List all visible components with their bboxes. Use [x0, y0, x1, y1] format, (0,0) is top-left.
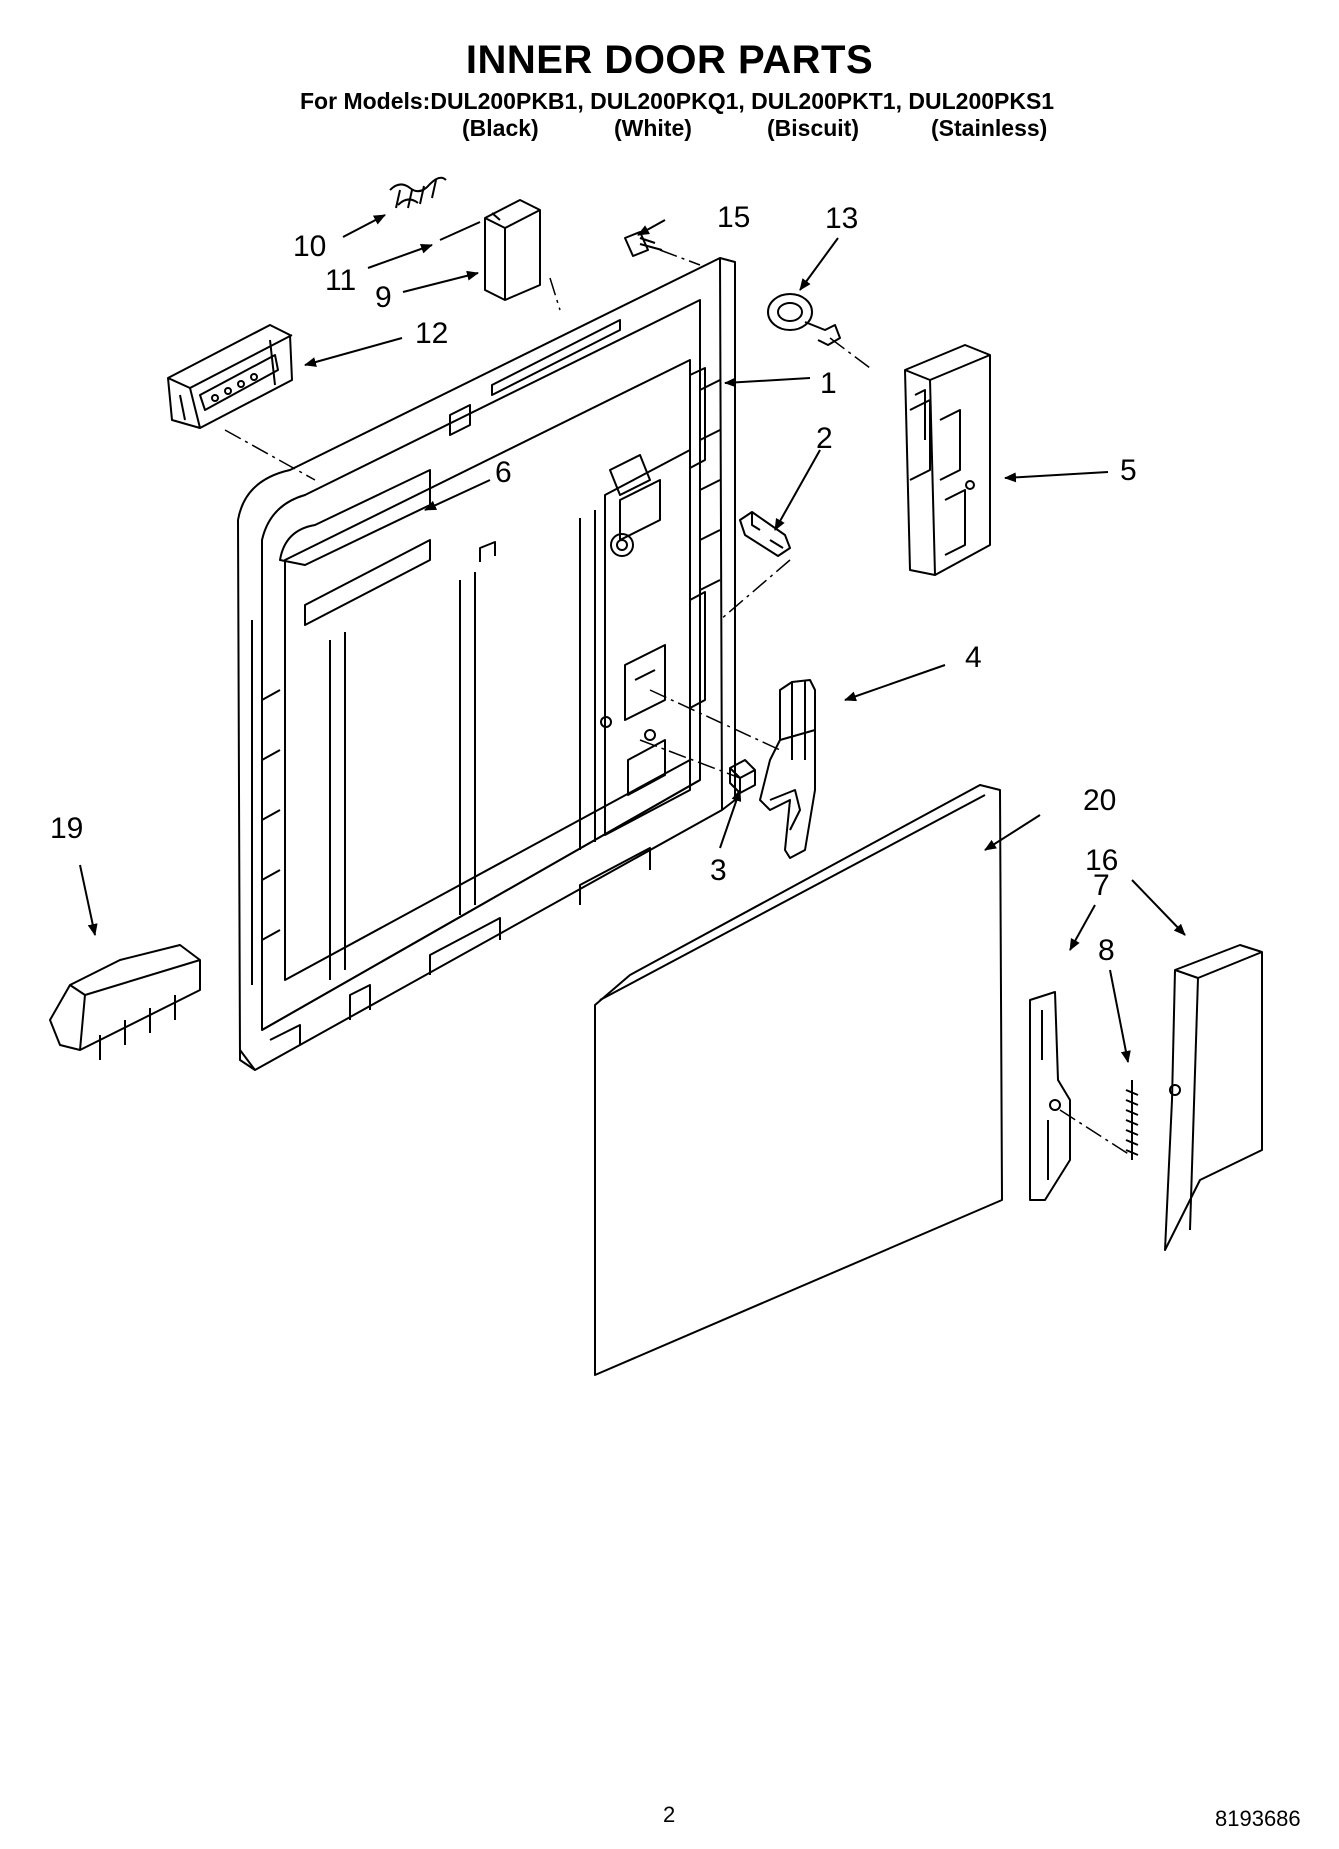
- callout-5: 5: [1120, 454, 1137, 487]
- callout-2: 2: [816, 422, 833, 455]
- callout-7: 7: [1093, 869, 1110, 902]
- part-7-hinge: [1029, 991, 1071, 1201]
- models-line: For Models:DUL200PKB1, DUL200PKQ1, DUL20…: [300, 88, 1055, 114]
- callout-10: 10: [293, 230, 326, 263]
- part-13-knob: [767, 293, 841, 346]
- part-19-endcap: [49, 944, 201, 1060]
- variant-biscuit: (Biscuit): [767, 115, 859, 141]
- variant-black: (Black): [462, 115, 539, 141]
- callout-3: 3: [710, 854, 727, 887]
- part-16-side-panel: [1164, 944, 1263, 1251]
- part-5-housing: [904, 344, 991, 576]
- callout-4: 4: [965, 641, 982, 674]
- variant-white: (White): [614, 115, 692, 141]
- inner-door-frame: [237, 257, 736, 1071]
- part-8-spring: [1125, 1080, 1139, 1160]
- page-number: 2: [663, 1802, 676, 1827]
- leader-arrows: [79, 214, 1186, 1063]
- callout-19: 19: [50, 812, 83, 845]
- callout-8: 8: [1098, 934, 1115, 967]
- part-11-pin: [439, 221, 481, 241]
- part-9-cover: [484, 199, 541, 301]
- part-10-spring: [389, 176, 447, 209]
- callout-1: 1: [820, 367, 837, 400]
- part-2-clip: [739, 511, 791, 557]
- part-20-door-panel: [594, 784, 1003, 1376]
- document-number: 8193686: [1215, 1806, 1301, 1831]
- callout-6: 6: [495, 456, 512, 489]
- callout-15: 15: [717, 201, 750, 234]
- callout-9: 9: [375, 281, 392, 314]
- page-title: INNER DOOR PARTS: [465, 38, 874, 82]
- part-12-handle: [167, 324, 293, 429]
- callout-13: 13: [825, 202, 858, 235]
- part-15-screw: [624, 231, 663, 257]
- part-3-knob: [729, 759, 756, 794]
- variant-stainless: (Stainless): [931, 115, 1048, 141]
- callout-12: 12: [415, 317, 448, 350]
- callout-labels: 1 2 3 4 5 6 7 8 9 10 11 12 13 15 16 19 2…: [50, 201, 1137, 967]
- callout-16: 16: [1085, 844, 1118, 877]
- callout-11: 11: [325, 264, 356, 297]
- connector-lines: [224, 249, 1131, 1156]
- part-4-latch: [759, 679, 816, 859]
- callout-20: 20: [1083, 784, 1116, 817]
